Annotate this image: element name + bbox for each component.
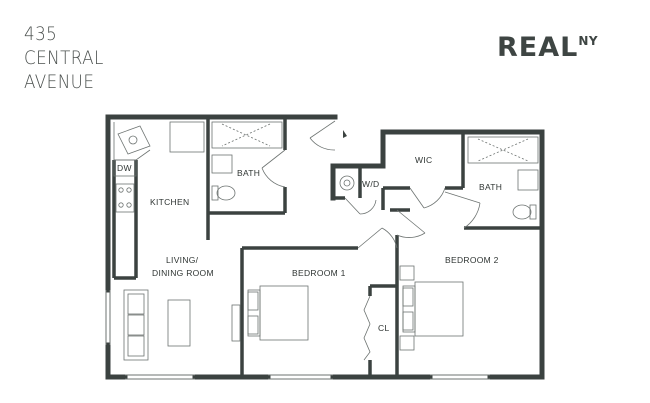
coffee-table	[167, 299, 191, 347]
brand-suffix: NY	[578, 34, 599, 48]
bath2-shower	[467, 136, 539, 164]
bath1-toilet	[216, 185, 236, 201]
bedroom1-dresser	[231, 304, 241, 342]
address-number: 435	[24, 23, 58, 45]
stove	[115, 183, 135, 213]
brand-name: REAL	[497, 32, 579, 63]
label-living-1: LIVING/	[166, 255, 199, 265]
address-street: CENTRAL	[24, 47, 104, 69]
windows	[105, 290, 490, 380]
bath1-sink	[211, 154, 233, 174]
label-closet: CL	[378, 323, 389, 333]
bath2-toilet	[512, 204, 532, 220]
bedroom1-bed	[259, 285, 309, 341]
label-dw: DW	[117, 163, 132, 173]
building-address: 435 CENTRAL AVENUE	[24, 22, 104, 94]
bath2-sink	[517, 169, 539, 191]
nightstand-bottom	[399, 335, 415, 351]
refrigerator	[169, 121, 205, 153]
fixtures	[113, 121, 539, 361]
nightstand-top	[399, 265, 415, 281]
label-wic: WIC	[415, 155, 432, 165]
dishwasher	[113, 159, 137, 177]
label-bath1: BATH	[237, 168, 260, 178]
interior-walls	[112, 119, 542, 377]
bath1-shower	[211, 121, 283, 149]
label-living-2: DINING ROOM	[152, 268, 214, 278]
sofa	[123, 289, 149, 361]
label-bedroom1: BEDROOM 1	[292, 268, 346, 278]
address-street-type: AVENUE	[24, 71, 95, 93]
brand-logo: REALNY	[497, 32, 598, 63]
room-labels: DW KITCHEN BATH LIVING/ DINING ROOM BEDR…	[117, 155, 502, 333]
label-kitchen: KITCHEN	[150, 197, 189, 207]
kitchen-sink	[117, 125, 151, 155]
label-wd: W/D	[362, 179, 379, 189]
bedroom2-bed	[414, 281, 464, 337]
washer-dryer	[339, 175, 355, 191]
label-bath2: BATH	[479, 182, 502, 192]
doors	[261, 120, 481, 361]
label-bedroom2: BEDROOM 2	[445, 255, 499, 265]
exterior-walls	[105, 114, 545, 380]
